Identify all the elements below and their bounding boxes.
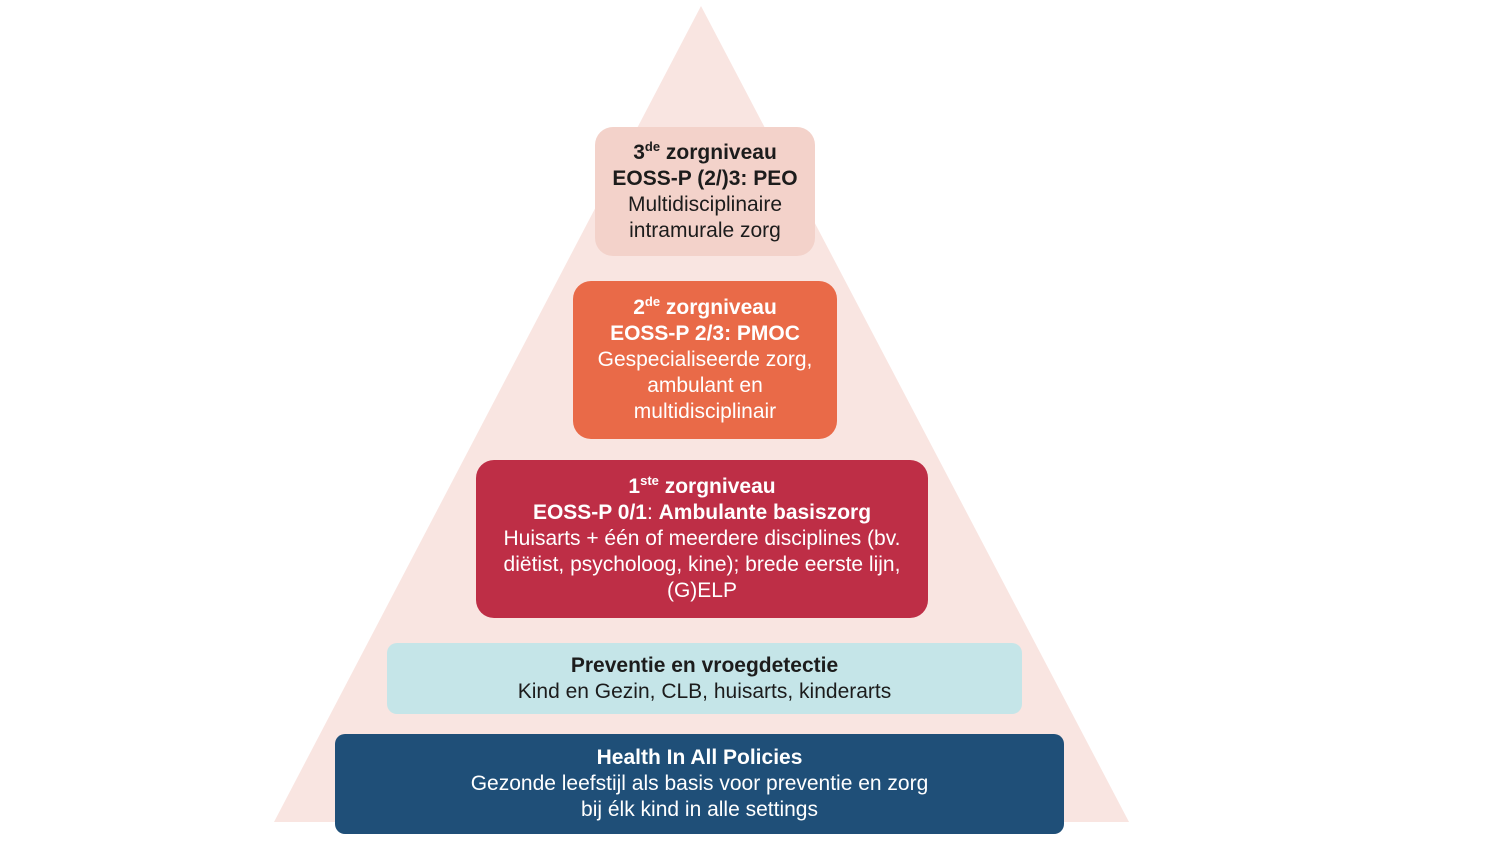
- health-policies-box: Health In All Policies Gezonde leefstijl…: [335, 734, 1064, 834]
- health-policies-description-line2: bij élk kind in alle settings: [581, 798, 818, 821]
- level-1-box: 1ste zorgniveau EOSS-P 0/1: Ambulante ba…: [476, 460, 928, 618]
- level-3-description-line2: intramurale zorg: [629, 218, 781, 242]
- level-3-description-line1: Multidisciplinaire: [627, 192, 783, 216]
- level-3-heading: 3de zorgniveau: [633, 138, 777, 164]
- level-2-heading: 2de zorgniveau: [633, 294, 777, 319]
- level-1-description-line2: diëtist, psycholoog, kine); brede eerste…: [503, 553, 901, 576]
- level-1-description-line3: (G)ELP: [666, 579, 737, 602]
- level-1-description-line1: Huisarts + één of meerdere disciplines (…: [503, 527, 901, 550]
- health-policies-description-line1: Gezonde leefstijl als basis voor prevent…: [470, 772, 929, 795]
- level-2-description-line1: Gespecialiseerde zorg,: [597, 348, 813, 371]
- level-1-subtitle: EOSS-P 0/1: Ambulante basiszorg: [532, 501, 872, 524]
- prevention-title: Preventie en vroegdetectie: [570, 653, 839, 677]
- prevention-description: Kind en Gezin, CLB, huisarts, kinderarts: [517, 679, 892, 703]
- level-2-description-line2: ambulant en: [647, 374, 763, 397]
- level-2-subtitle: EOSS-P 2/3: PMOC: [610, 322, 800, 345]
- level-2-description-line3: multidisciplinair: [633, 400, 777, 423]
- health-policies-title: Health In All Policies: [596, 746, 803, 769]
- level-2-box: 2de zorgniveau EOSS-P 2/3: PMOC Gespecia…: [573, 281, 837, 439]
- level-1-heading: 1ste zorgniveau: [628, 473, 776, 498]
- level-3-subtitle: EOSS-P (2/)3: PEO: [612, 166, 798, 190]
- level-3-box: 3de zorgniveau EOSS-P (2/)3: PEO Multidi…: [595, 127, 815, 256]
- prevention-box: Preventie en vroegdetectie Kind en Gezin…: [387, 643, 1022, 714]
